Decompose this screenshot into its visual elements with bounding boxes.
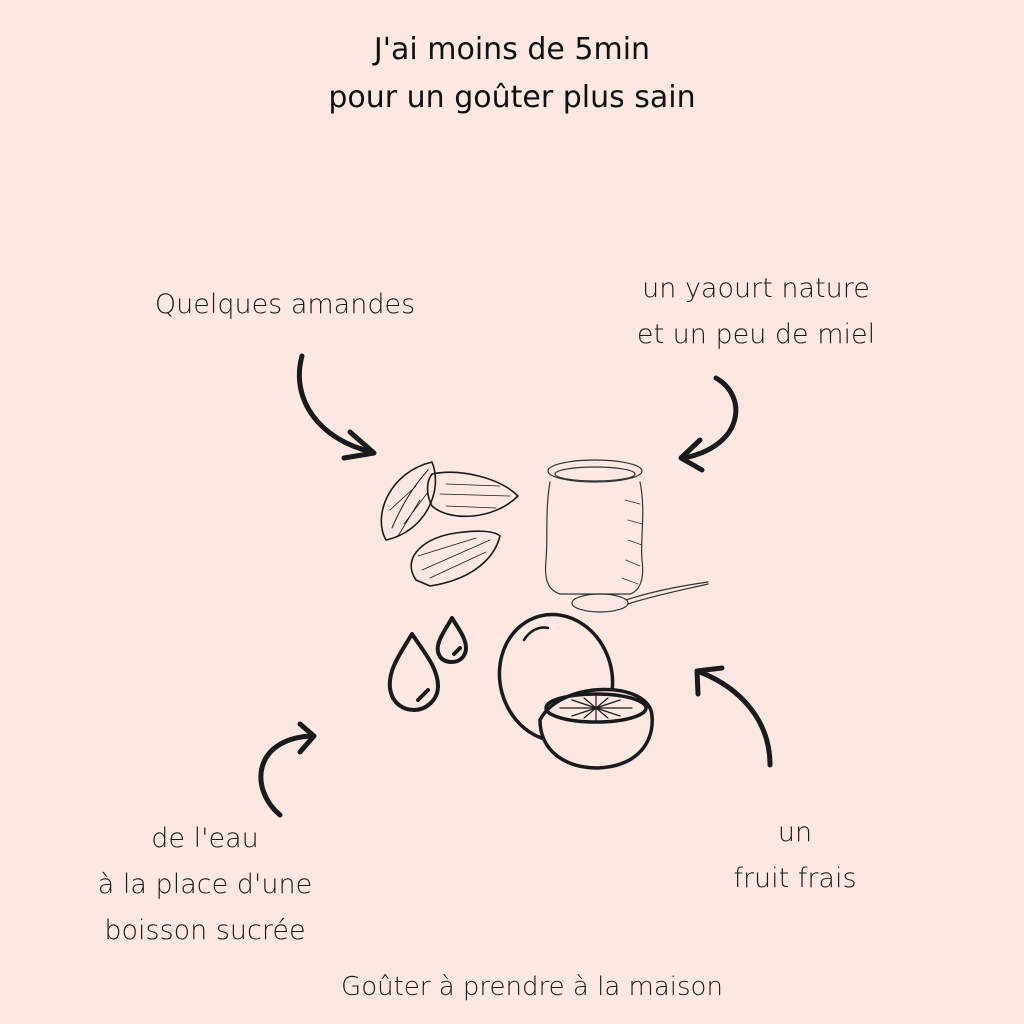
arrow-to-fruit-icon <box>694 665 773 768</box>
label-line: fruit frais <box>733 863 857 894</box>
label-line: Quelques amandes <box>154 289 416 320</box>
almond-icon <box>380 461 519 587</box>
label-line: à la place d'une <box>97 869 313 900</box>
yogurt-jar-icon <box>544 459 644 595</box>
arrow-to-yogurt-icon <box>678 375 739 473</box>
kiwi-icon <box>497 612 654 770</box>
label-yogurt: un yaourt nature et un peu de miel <box>596 266 916 358</box>
title-line-2: pour un goûter plus sain <box>328 80 696 115</box>
title-line-1: J'ai moins de 5min <box>373 32 651 67</box>
label-line: de l'eau <box>151 823 259 854</box>
label-fruit: un fruit frais <box>690 810 900 902</box>
spoon-icon <box>571 581 709 613</box>
label-line: boisson sucrée <box>104 915 306 946</box>
label-line: un <box>777 817 813 848</box>
label-line: et un peu de miel <box>636 319 876 350</box>
label-line: un yaourt nature <box>642 273 870 304</box>
label-water: de l'eau à la place d'une boisson sucrée <box>55 816 355 954</box>
water-drops-icon <box>387 616 468 712</box>
arrow-to-almonds-icon <box>296 353 377 461</box>
label-almonds: Quelques amandes <box>110 282 460 328</box>
footer-caption: Goûter à prendre à la maison <box>341 972 723 1002</box>
arrow-to-water-icon <box>258 721 317 818</box>
page-title: J'ai moins de 5min pour un goûter plus s… <box>0 26 1024 122</box>
